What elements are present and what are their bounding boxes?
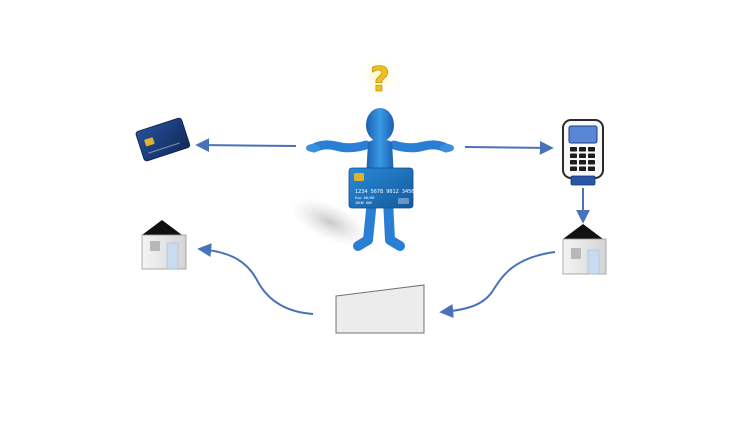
credit-card-icon [135,117,191,162]
flow-arrows [195,138,590,319]
terminal-key [570,166,577,171]
card-logo [398,198,409,204]
question-mark-icon: ? [358,54,402,100]
terminal-keypad [570,147,595,171]
payment-terminal-icon [562,119,604,186]
document-sheet [335,284,425,334]
arrow-person-to-card [195,138,297,153]
figure-right-arm [389,140,451,153]
question-mark: ? [370,60,390,100]
figure-left-leg [353,195,377,251]
terminal-key [570,147,577,152]
arrow-document-to-issuing-bank [197,243,314,315]
arrow-person-to-terminal [464,140,554,155]
terminal-key [579,166,586,171]
figure-right-leg [383,195,405,251]
bank-building-icon [562,224,607,275]
arrow-merchant-bank-to-document [439,251,556,319]
building-roof [142,220,182,235]
card-number: 1234 5678 9012 3456 [355,189,414,195]
building-door [166,242,179,270]
terminal-key [588,160,595,165]
building-wall [141,234,187,270]
building-window [150,241,160,251]
figure-left-arm [309,140,371,153]
terminal-card-slot [570,175,596,186]
card-expiry: Exp 00/00 [355,196,374,200]
terminal-key [570,153,577,158]
figure-shadow [291,197,369,247]
bank-building-icon [141,220,187,270]
building-door [587,249,600,275]
card-chip-icon [144,137,155,147]
person-with-card-icon: ? 1234 5678 9012 3456 Exp 00/00 JOHN DOE [291,54,454,251]
terminal-screen [568,125,598,144]
terminal-key [579,160,586,165]
building-window [571,248,581,259]
terminal-key [588,147,595,152]
terminal-key [588,153,595,158]
terminal-key [570,160,577,165]
document-icon [335,284,425,334]
building-roof [563,224,603,239]
card-holder: JOHN DOE [355,201,372,205]
building-wall [562,238,607,275]
figure-right-hand [440,144,454,152]
terminal-key [588,166,595,171]
terminal-key [579,153,586,158]
card-chip-icon [354,173,364,181]
figure-head [366,108,394,142]
figure-left-hand [306,144,320,152]
terminal-key [579,147,586,152]
held-credit-card: 1234 5678 9012 3456 Exp 00/00 JOHN DOE [348,167,414,209]
